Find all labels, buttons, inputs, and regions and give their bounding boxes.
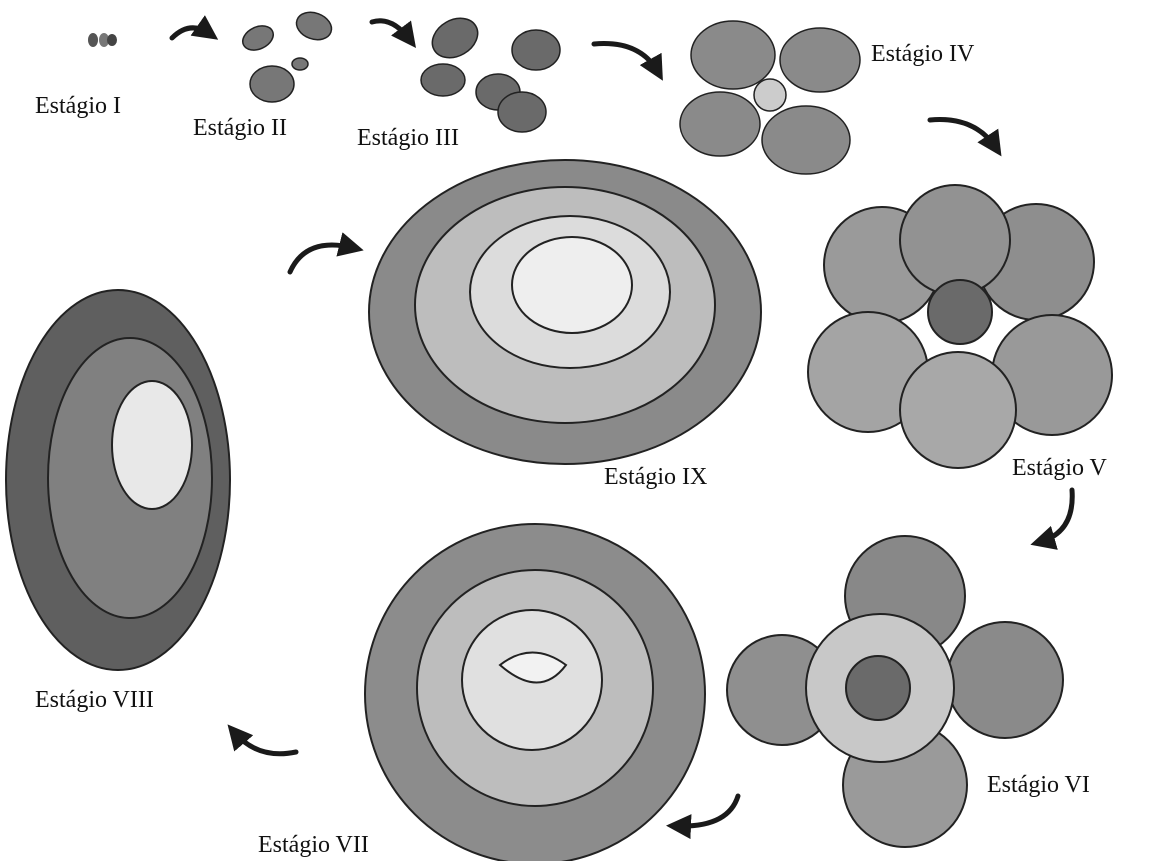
stage-6-illustration <box>727 536 1063 847</box>
stage-2-illustration <box>239 8 336 102</box>
stage-1-illustration <box>88 33 117 47</box>
curved-arrow-icon <box>676 796 738 826</box>
stage-label-v: Estágio V <box>1012 455 1108 481</box>
stage-4-illustration <box>680 21 860 174</box>
stage-label-vi: Estágio VI <box>987 772 1090 798</box>
curved-arrow-icon <box>930 120 996 148</box>
curved-arrow-icon <box>594 44 658 72</box>
stage-8-illustration <box>6 290 230 670</box>
stage-label-i: Estágio I <box>35 93 121 119</box>
stage-label-ix: Estágio IX <box>604 464 707 490</box>
stage-label-ii: Estágio II <box>193 115 287 141</box>
curved-arrow-icon <box>290 245 354 272</box>
curved-arrow-icon <box>372 21 410 40</box>
stage-9-illustration <box>369 160 761 464</box>
stage-label-iv: Estágio IV <box>871 41 975 67</box>
curved-arrow-icon <box>172 28 210 38</box>
stage-label-iii: Estágio III <box>357 125 459 151</box>
stage-3-illustration <box>421 10 560 132</box>
curved-arrow-icon <box>234 732 296 754</box>
stage-7-illustration <box>365 524 705 861</box>
stage-label-viii: Estágio VIII <box>35 687 154 713</box>
curved-arrow-icon <box>1040 490 1072 542</box>
stage-5-illustration <box>808 185 1112 468</box>
stage-label-vii: Estágio VII <box>258 832 369 858</box>
